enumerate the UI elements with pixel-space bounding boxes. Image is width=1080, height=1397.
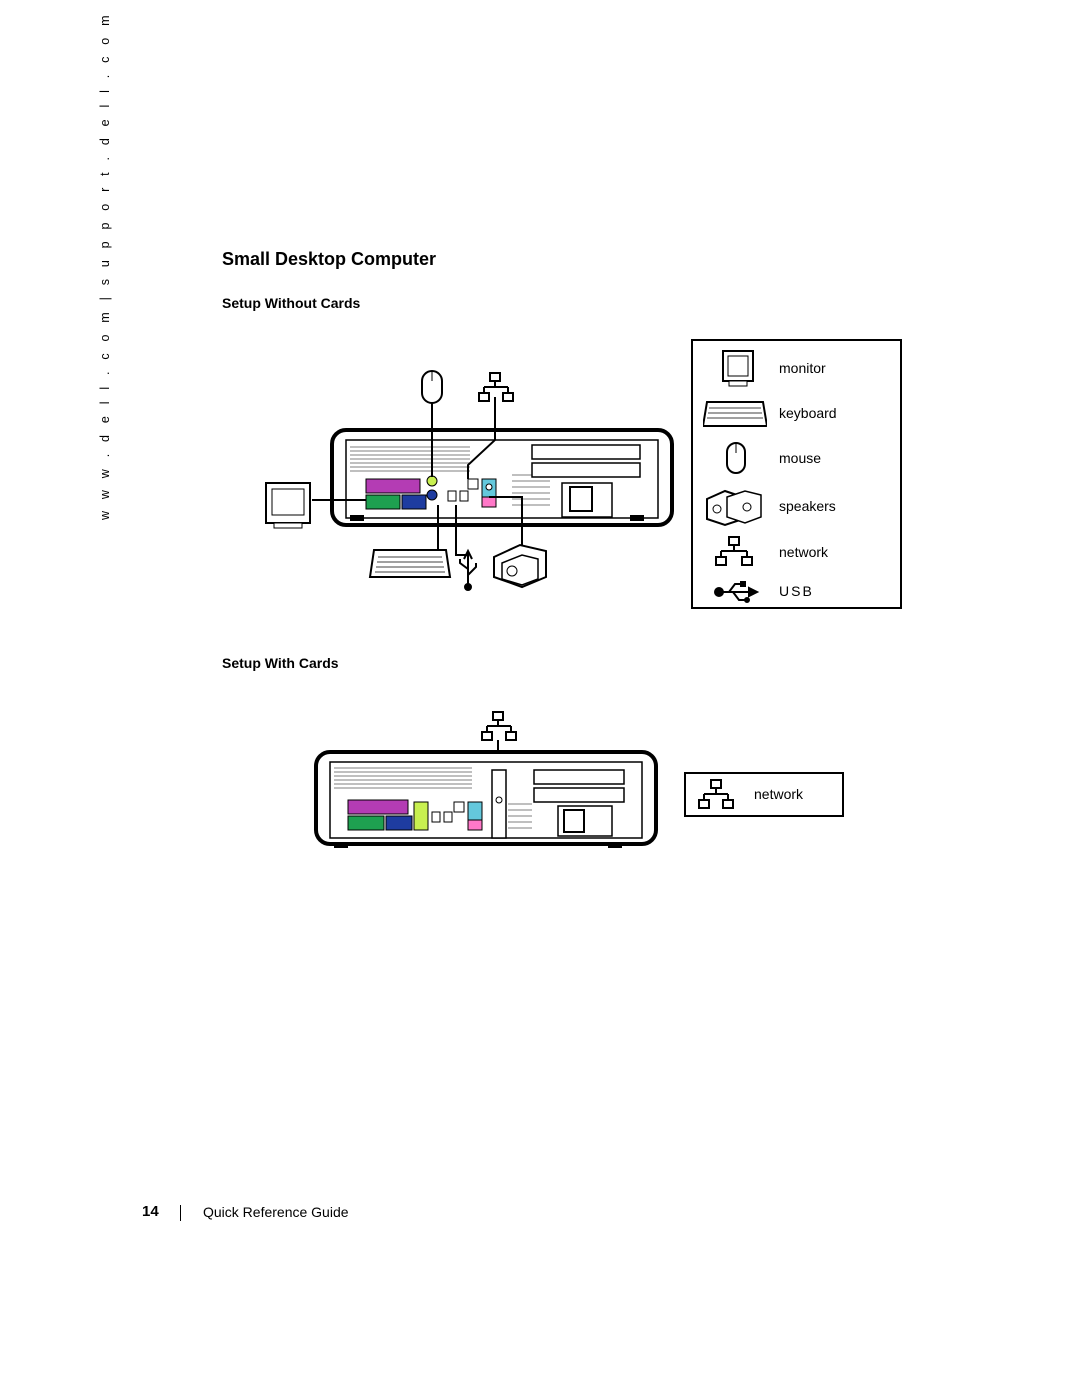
- mouse-icon: [421, 370, 443, 404]
- sidebar-url-text: w w w . d e l l . c o m | s u p p o r t …: [98, 11, 112, 520]
- sidebar-url: w w w . d e l l . c o m | s u p p o r t …: [98, 11, 118, 520]
- section-heading-with-cards: Setup With Cards: [222, 655, 339, 671]
- usb-icon: [459, 548, 477, 591]
- legend-label-network: network: [779, 544, 829, 560]
- monitor-icon: [265, 482, 311, 529]
- network-icon: [481, 711, 517, 741]
- page-title: Small Desktop Computer: [222, 249, 437, 269]
- footer-guide-title: Quick Reference Guide: [203, 1204, 349, 1220]
- legend-label-usb: USB: [779, 583, 814, 599]
- legend-label-speakers: speakers: [779, 498, 836, 514]
- legend-label-network: network: [754, 786, 804, 802]
- network-icon: [715, 536, 753, 566]
- mouse-icon: [726, 442, 746, 474]
- footer-separator: [180, 1205, 181, 1221]
- setup-with-cards-diagram: [314, 711, 658, 848]
- legend-label-monitor: monitor: [779, 360, 826, 376]
- legend-label-keyboard: keyboard: [779, 405, 837, 421]
- speakers-icon: [493, 543, 547, 589]
- network-icon: [698, 779, 734, 809]
- speakers-icon: [706, 489, 762, 527]
- connector-legend: monitor keyboard mouse speakers: [691, 339, 902, 609]
- section-heading-without-cards: Setup Without Cards: [222, 295, 361, 311]
- legend-item-usb: USB: [693, 572, 900, 612]
- keyboard-icon: [703, 401, 767, 427]
- usb-icon: [714, 581, 760, 603]
- legend-item-mouse: mouse: [693, 439, 900, 479]
- legend-item-network: network: [693, 533, 900, 573]
- computer-back-panel: [314, 750, 658, 848]
- computer-back-panel: [330, 428, 674, 527]
- keyboard-icon: [368, 549, 452, 578]
- monitor-icon: [722, 350, 754, 387]
- connector-legend-with-cards: network: [684, 772, 844, 817]
- page-number: 14: [142, 1203, 159, 1220]
- legend-item-monitor: monitor: [693, 349, 900, 389]
- cable-lines: [312, 393, 523, 556]
- setup-without-cards-diagram: [265, 370, 674, 591]
- legend-label-mouse: mouse: [779, 450, 822, 466]
- legend-item-keyboard: keyboard: [693, 394, 900, 434]
- network-icon: [478, 372, 514, 402]
- legend-item-speakers: speakers: [693, 487, 900, 527]
